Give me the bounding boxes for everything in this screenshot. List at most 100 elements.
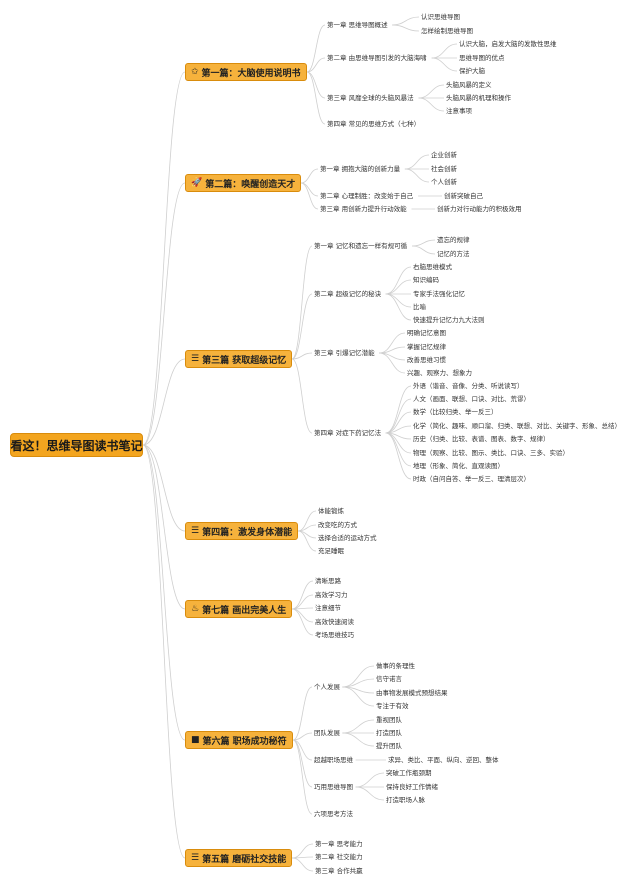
subtopic[interactable]: 第三章 引爆记忆潜能 bbox=[314, 349, 375, 357]
connector-line bbox=[142, 358, 186, 446]
connector-line bbox=[142, 444, 186, 741]
branch-topic-5[interactable]: ♨第七篇 画出完美人生 bbox=[185, 600, 293, 618]
connector-line bbox=[300, 168, 319, 184]
branch-topic-1[interactable]: ✩第一篇：大脑使用说明书 bbox=[185, 63, 307, 81]
subtopic[interactable]: 第二章 由思维导图引发的大脑海啸 bbox=[327, 54, 427, 62]
leaf-topic[interactable]: 提升团队 bbox=[376, 742, 402, 750]
leaf-topic[interactable]: 兴趣、观察力、想象力 bbox=[407, 369, 472, 377]
branch-topic-7[interactable]: ☰第五篇 磨砺社交技能 bbox=[185, 849, 293, 867]
leaf-topic[interactable]: 记忆的方法 bbox=[437, 250, 470, 258]
leaf-topic[interactable]: 右脑思维模式 bbox=[413, 263, 452, 271]
leaf-topic[interactable]: 专家手法强化记忆 bbox=[413, 290, 465, 298]
leaf-topic[interactable]: 物理（观察、比较、图示、类比、口诀、三多、实验） bbox=[413, 449, 569, 457]
connector-line bbox=[142, 71, 186, 446]
subtopic[interactable]: 选择合适的运动方式 bbox=[318, 534, 377, 542]
subtopic[interactable]: 注意细节 bbox=[315, 604, 341, 612]
connector-line bbox=[412, 239, 436, 247]
leaf-topic[interactable]: 怎样绘制思维导图 bbox=[421, 27, 473, 35]
leaf-topic[interactable]: 头脑风暴的机理和操作 bbox=[446, 94, 511, 102]
connector-line bbox=[291, 358, 313, 434]
leaf-topic[interactable]: 外语（谐音、音像、分类、听说读写） bbox=[413, 382, 524, 390]
subtopic[interactable]: 第一章 思考能力 bbox=[315, 840, 363, 848]
leaf-topic[interactable]: 创新突破自己 bbox=[444, 192, 483, 200]
leaf-topic[interactable]: 改善思维习惯 bbox=[407, 356, 446, 364]
leaf-topic[interactable]: 个人创新 bbox=[431, 178, 457, 186]
subtopic[interactable]: 体能锻炼 bbox=[318, 507, 344, 515]
leaf-topic[interactable]: 重视团队 bbox=[376, 716, 402, 724]
leaf-topic[interactable]: 认识大脑，启发大脑的发散性思维 bbox=[459, 40, 557, 48]
leaf-topic[interactable]: 企业创新 bbox=[431, 151, 457, 159]
branch-topic-6[interactable]: ■第六篇 职场成功秘符 bbox=[185, 731, 293, 749]
leaf-topic[interactable]: 头脑风暴的定义 bbox=[446, 81, 492, 89]
connector-line bbox=[418, 97, 445, 112]
subtopic[interactable]: 第三章 风靡全球的头脑风暴法 bbox=[327, 94, 414, 102]
subtopic[interactable]: 高效快速阅读 bbox=[315, 618, 354, 626]
subtopic[interactable]: 第四章 常见的思维方式（七种） bbox=[327, 120, 421, 128]
connector-line bbox=[291, 594, 314, 610]
leaf-topic[interactable]: 社会创新 bbox=[431, 165, 457, 173]
connector-line bbox=[297, 510, 317, 532]
leaf-topic[interactable]: 打造职场人脉 bbox=[386, 796, 425, 804]
subtopic[interactable]: 改变吃的方式 bbox=[318, 521, 357, 529]
leaf-topic[interactable]: 求异、类比、平面、纵向、逆回、整体 bbox=[388, 756, 499, 764]
subtopic[interactable]: 第二章 社交能力 bbox=[315, 853, 363, 861]
leaf-topic[interactable]: 地理（形象、简化、直观读图） bbox=[413, 462, 504, 470]
subtopic[interactable]: 清晰思路 bbox=[315, 577, 341, 585]
leaf-topic[interactable]: 保护大脑 bbox=[459, 67, 485, 75]
rocket-icon: 🚀 bbox=[191, 177, 203, 188]
subtopic[interactable]: 巧用思维导图 bbox=[314, 783, 353, 791]
connector-line bbox=[385, 293, 412, 321]
connector-line bbox=[291, 293, 313, 360]
connector-line bbox=[431, 57, 458, 72]
branch-label: 第四篇：激发身体潜能 bbox=[202, 527, 293, 538]
subtopic[interactable]: 第一章 记忆和遗忘一样有规可循 bbox=[314, 242, 408, 250]
connector-line bbox=[385, 293, 412, 308]
connector-line bbox=[379, 332, 406, 354]
connector-line bbox=[418, 84, 445, 99]
leaf-topic[interactable]: 信守诺言 bbox=[376, 675, 402, 683]
leaf-topic[interactable]: 认识思维导图 bbox=[421, 13, 460, 21]
subtopic[interactable]: 第三章 用创新力提升行动效能 bbox=[320, 205, 407, 213]
subtopic[interactable]: 第二章 超级记忆的秘诀 bbox=[314, 290, 382, 298]
leaf-topic[interactable]: 保持良好工作情绪 bbox=[386, 783, 438, 791]
leaf-topic[interactable]: 比喻 bbox=[413, 303, 426, 311]
branch-topic-3[interactable]: ☰第三篇 获取超级记忆 bbox=[185, 350, 293, 368]
leaf-topic[interactable]: 历史（归类、比较、表谱、图表、数字、规律） bbox=[413, 435, 550, 443]
leaf-topic[interactable]: 注意事项 bbox=[446, 107, 472, 115]
leaf-topic[interactable]: 做事的条理性 bbox=[376, 662, 415, 670]
leaf-topic[interactable]: 知识编码 bbox=[413, 276, 439, 284]
leaf-topic[interactable]: 掌握记忆规律 bbox=[407, 343, 446, 351]
branch-topic-2[interactable]: 🚀第二篇：唤醒创造天才 bbox=[185, 174, 302, 192]
subtopic[interactable]: 六项思考方法 bbox=[314, 810, 353, 818]
leaf-topic[interactable]: 化学（简化、趣味、顺口溜、归类、联想、对比、关键字、形象、总结） bbox=[413, 422, 621, 430]
leaf-topic[interactable]: 数学（比较归类、举一反三） bbox=[413, 408, 498, 416]
connector-line bbox=[355, 772, 385, 788]
connector-line bbox=[291, 245, 313, 360]
connector-line bbox=[292, 732, 313, 741]
leaf-topic[interactable]: 打造团队 bbox=[376, 729, 402, 737]
subtopic[interactable]: 团队发展 bbox=[314, 729, 340, 737]
root-topic[interactable]: 看这！思维导图读书笔记 bbox=[10, 433, 143, 457]
branch-topic-4[interactable]: ☰第四篇：激发身体潜能 bbox=[185, 522, 299, 540]
subtopic[interactable]: 第二章 心理制胜：改变始于自己 bbox=[320, 192, 414, 200]
subtopic[interactable]: 超越职场思维 bbox=[314, 756, 353, 764]
subtopic[interactable]: 第一章 拥抱大脑的创新力量 bbox=[320, 165, 401, 173]
leaf-topic[interactable]: 明确记忆意图 bbox=[407, 329, 446, 337]
subtopic[interactable]: 高效学习力 bbox=[315, 591, 348, 599]
leaf-topic[interactable]: 人文（画面、联想、口诀、对比、荒谬） bbox=[413, 395, 530, 403]
subtopic[interactable]: 第四章 对症下药记忆法 bbox=[314, 429, 382, 437]
leaf-topic[interactable]: 由事物发展模式预想结果 bbox=[376, 689, 448, 697]
subtopic[interactable]: 第一章 思维导图概述 bbox=[327, 21, 388, 29]
subtopic[interactable]: 个人发展 bbox=[314, 683, 340, 691]
leaf-topic[interactable]: 快速提升记忆力九大法则 bbox=[413, 316, 485, 324]
leaf-topic[interactable]: 创新力对行动能力的积极效用 bbox=[437, 205, 522, 213]
square-icon: ■ bbox=[191, 734, 200, 745]
leaf-topic[interactable]: 突破工作瓶颈期 bbox=[386, 769, 432, 777]
leaf-topic[interactable]: 时政（自问自答、举一反三、理清层次） bbox=[413, 475, 530, 483]
subtopic[interactable]: 第三章 合作共赢 bbox=[315, 867, 363, 875]
subtopic[interactable]: 考场思维技巧 bbox=[315, 631, 354, 639]
leaf-topic[interactable]: 遗忘的规律 bbox=[437, 236, 470, 244]
subtopic[interactable]: 充足睡眠 bbox=[318, 547, 344, 555]
leaf-topic[interactable]: 专注于有效 bbox=[376, 702, 409, 710]
leaf-topic[interactable]: 思维导图的优点 bbox=[459, 54, 505, 62]
